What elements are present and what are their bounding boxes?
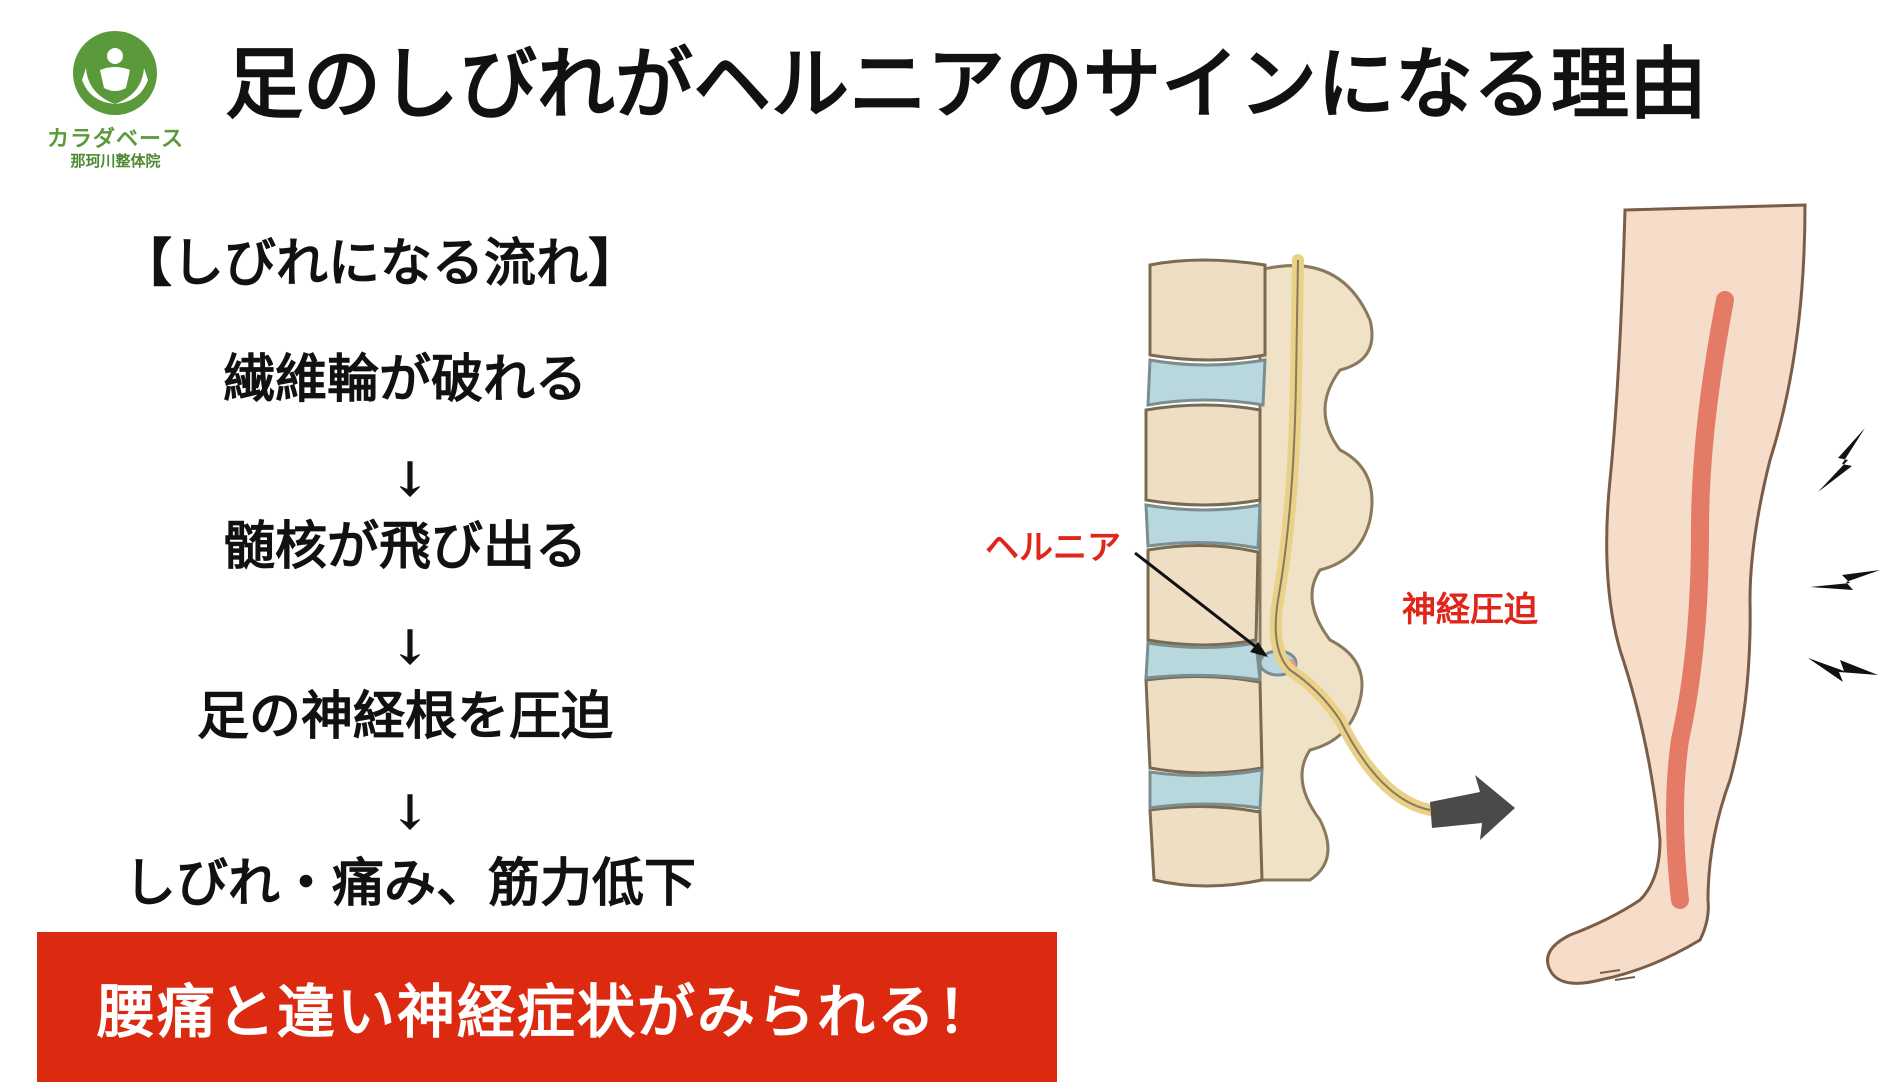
spine-illustration [1134,254,1515,888]
flow-arrow-3: ↓ [389,785,431,841]
person-in-hands-icon [73,31,157,115]
logo-subtitle: 那珂川整体院 [70,152,161,170]
flow-step-1: 繊維輪が破れる [222,349,587,410]
logo-name: カラダベース [47,127,184,152]
flow-step-4: しびれ・痛み、筋力低下 [123,853,696,914]
callout-text: 腰痛と違い神経症状がみられる！ [96,978,997,1046]
leg-illustration [1546,203,1807,985]
conclusion-callout: 腰痛と違い神経症状がみられる！ [37,932,1057,1082]
flow-arrow-1: ↓ [389,452,431,508]
flow-step-3: 足の神経根を圧迫 [196,686,613,747]
anatomy-illustration: ヘルニア 神経圧迫 [960,180,1900,1060]
nerve-compression-label: 神経圧迫 [1402,590,1538,630]
flow-step-2: 髄核が飛び出る [222,516,587,577]
hernia-label: ヘルニア [985,528,1121,568]
flow-arrow-2: ↓ [389,620,431,676]
clinic-logo: カラダベース 那珂川整体院 [28,28,203,173]
page-title: 足のしびれがヘルニアのサインになる理由 [225,39,1708,130]
lightning-icon [1808,428,1880,682]
flow-heading: 【しびれになる流れ】 [120,233,641,294]
